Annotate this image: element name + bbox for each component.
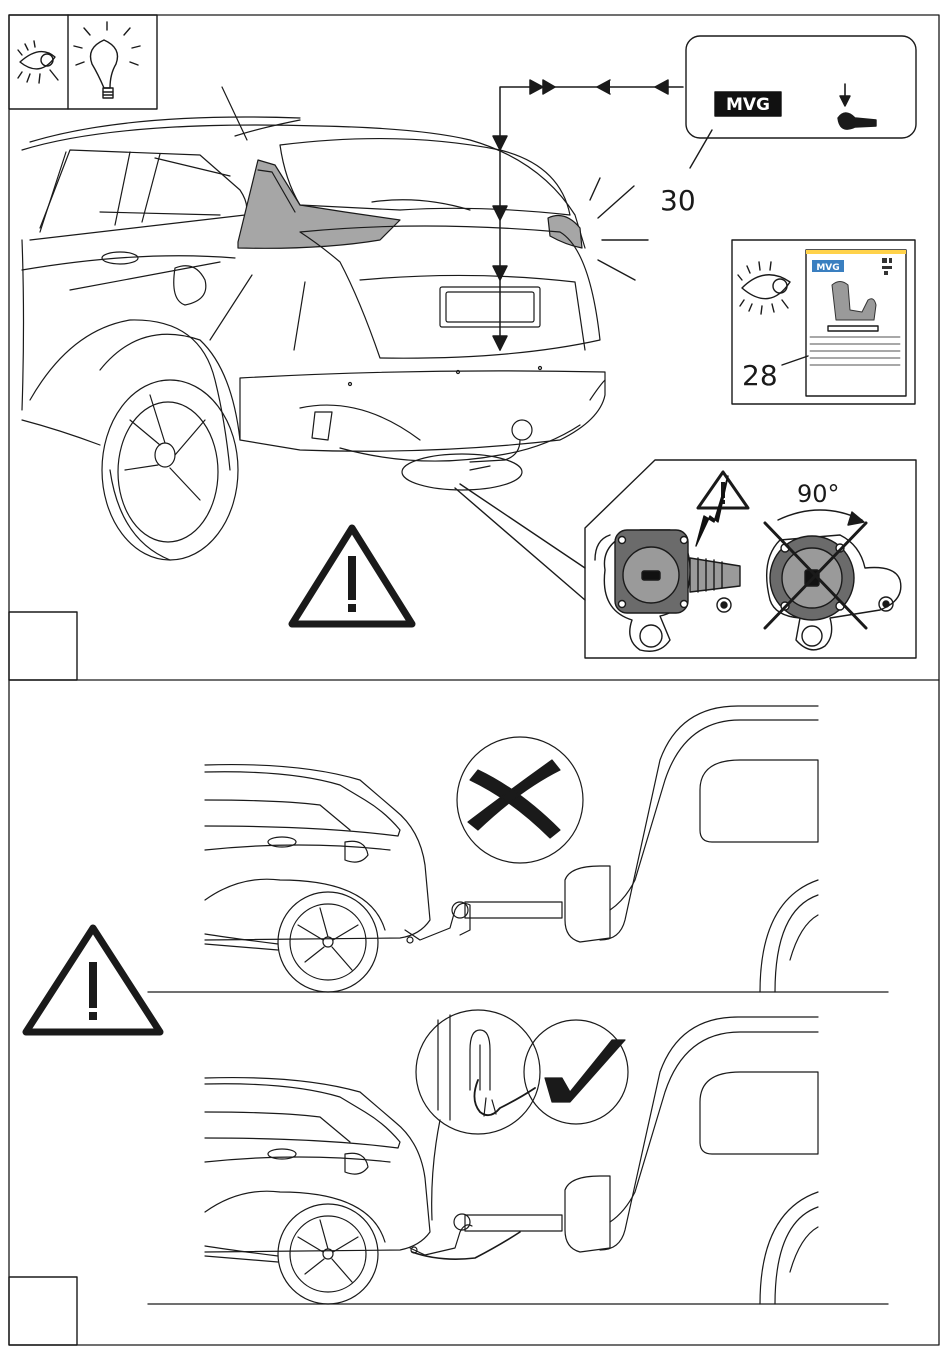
light-flash-lines [590,178,648,280]
control-unit-box: MVG 30 [660,36,916,217]
eye-icon [18,41,58,83]
scene-correct [205,1010,818,1304]
eye-icon [738,262,790,314]
scene-incorrect [205,706,818,992]
socket-detail-box: 90° [585,460,916,658]
instruction-leaflet: MVG [806,250,906,396]
page-frame [9,15,939,1345]
warning-icon [292,528,412,624]
tow-ball-icon [838,84,876,129]
checkmark-icon [545,1040,625,1102]
callout-28: 28 [742,359,778,392]
socket-incorrect [765,510,901,650]
zoom-leaders [455,484,585,600]
visual-check-box [9,15,157,109]
leaflet-logo: MVG [816,263,839,273]
car-rear-view [22,87,605,560]
mvg-logo: MVG [726,95,770,115]
cross-icon [468,760,560,838]
rotation-angle-label: 90° [797,480,840,508]
callout-30: 30 [660,184,696,217]
warning-icon [26,928,160,1032]
socket-correct [595,476,740,651]
signal-arrows [493,80,683,350]
warning-icon [698,472,748,508]
documentation-check-box: MVG 28 [732,240,915,404]
qr-code-icon [882,258,892,275]
light-bulb-icon [74,22,140,98]
